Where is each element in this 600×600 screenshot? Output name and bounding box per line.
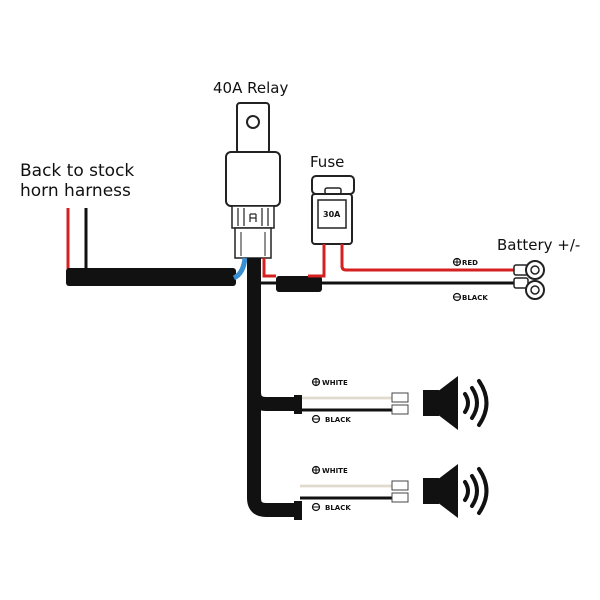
harness-bundle (66, 268, 236, 286)
horn2-white-connector (391, 480, 409, 491)
main-trunk (247, 258, 300, 517)
fuse-blade (317, 199, 347, 229)
horn-harness-label-line2: horn harness (20, 181, 131, 201)
relay-body (225, 151, 281, 207)
relay-socket (234, 227, 272, 259)
relay-blue-wire (232, 257, 248, 281)
horn2-black-connector (391, 492, 409, 503)
battery-negative-terminal (513, 277, 545, 300)
horn-harness-label-line1: Back to stock (20, 161, 134, 181)
horn1-black-label: BLACK (325, 416, 351, 424)
horn1-white-label: WHITE (322, 379, 348, 387)
fuse-red-wire-in (308, 244, 326, 278)
horn1-wires (300, 392, 409, 415)
relay-label: 40A Relay (213, 79, 288, 97)
horn1-speaker-icon (423, 376, 489, 430)
horn1-branch (247, 391, 300, 411)
horn2-white-label: WHITE (322, 467, 348, 475)
horn2-speaker-icon (423, 464, 489, 518)
battery-black-label: BLACK (462, 294, 488, 302)
relay-red-wire (262, 258, 272, 278)
fuse-rating: 30A (323, 210, 341, 219)
inline-sleeve (276, 276, 322, 292)
horn1-white-connector (391, 392, 409, 403)
horn1-black-connector (391, 404, 409, 415)
battery-label: Battery +/- (497, 236, 580, 254)
fuse-label: Fuse (310, 153, 344, 171)
battery-red-label: RED (462, 259, 478, 267)
battery-positive-terminal (513, 260, 545, 280)
battery-red-wire (340, 244, 520, 272)
relay-mount-hole (246, 115, 260, 129)
horn2-black-label: BLACK (325, 504, 351, 512)
horn2-wires (300, 480, 409, 503)
